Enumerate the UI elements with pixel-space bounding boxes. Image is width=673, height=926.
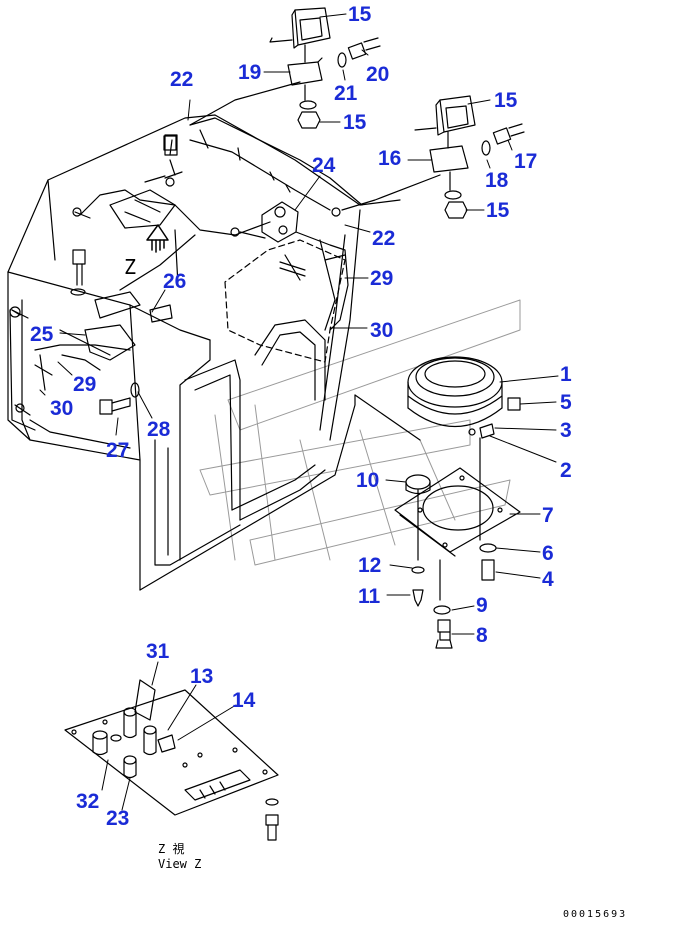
callout-3: 3 — [560, 419, 572, 442]
view-z-letter: Z — [124, 255, 137, 279]
view-caption-jp: Z 視 — [158, 842, 185, 856]
callout-29-right: 29 — [370, 267, 394, 290]
callout-16: 16 — [378, 147, 402, 170]
wiring-harness — [9, 81, 441, 449]
rear-bracket — [72, 134, 183, 323]
callout-15-nut-top: 15 — [343, 111, 367, 134]
callout-12: 12 — [358, 554, 382, 577]
callout-7: 7 — [542, 504, 554, 527]
callout-30-left: 30 — [50, 397, 74, 420]
callout-8: 8 — [476, 624, 488, 647]
callout-21: 21 — [334, 82, 358, 105]
callout-6: 6 — [542, 542, 554, 565]
callout-27: 27 — [106, 439, 130, 462]
bolt-27 — [99, 382, 140, 415]
callout-1: 1 — [560, 363, 572, 386]
watermark-logo — [199, 299, 521, 566]
callout-23: 23 — [106, 807, 130, 830]
work-lamp-left — [269, 7, 381, 129]
callout-11: 11 — [358, 585, 381, 608]
harness-clips — [9, 306, 136, 416]
callout-15-nut-right: 15 — [486, 199, 510, 222]
bracket-assembly — [230, 201, 349, 331]
cab-body — [7, 114, 421, 591]
callout-22-right: 22 — [372, 227, 396, 250]
callout-24: 24 — [312, 154, 336, 177]
view-caption-en: View Z — [158, 857, 202, 871]
callout-17: 17 — [514, 150, 538, 173]
drawing-id: 00015693 — [563, 909, 628, 920]
callout-19: 19 — [238, 61, 262, 84]
work-lamp-right — [414, 95, 525, 219]
callout-13: 13 — [190, 665, 214, 688]
callout-15-lamp-top: 15 — [348, 3, 372, 26]
speaker — [407, 356, 521, 581]
callout-29-left: 29 — [73, 373, 97, 396]
leader-lines — [39, 13, 559, 811]
callout-18: 18 — [485, 169, 509, 192]
callout-32: 32 — [76, 790, 100, 813]
view-z-panel — [64, 679, 279, 841]
left-bolt — [70, 249, 86, 296]
callout-30-right: 30 — [370, 319, 394, 342]
callout-2: 2 — [560, 459, 572, 482]
callout-20: 20 — [366, 63, 390, 86]
callout-22-top: 22 — [170, 68, 194, 91]
callout-26: 26 — [163, 270, 187, 293]
speaker-plate — [394, 467, 521, 649]
callout-28: 28 — [147, 418, 171, 441]
callout-4: 4 — [542, 568, 554, 591]
callout-10: 10 — [356, 469, 380, 492]
callout-15-lamp-right: 15 — [494, 89, 518, 112]
bolt-top — [163, 135, 177, 151]
callout-5: 5 — [560, 391, 572, 414]
callout-31: 31 — [146, 640, 170, 663]
view-z-arrow — [146, 224, 169, 253]
callout-25: 25 — [30, 323, 54, 346]
callout-9: 9 — [476, 594, 488, 617]
callout-14: 14 — [232, 689, 256, 712]
